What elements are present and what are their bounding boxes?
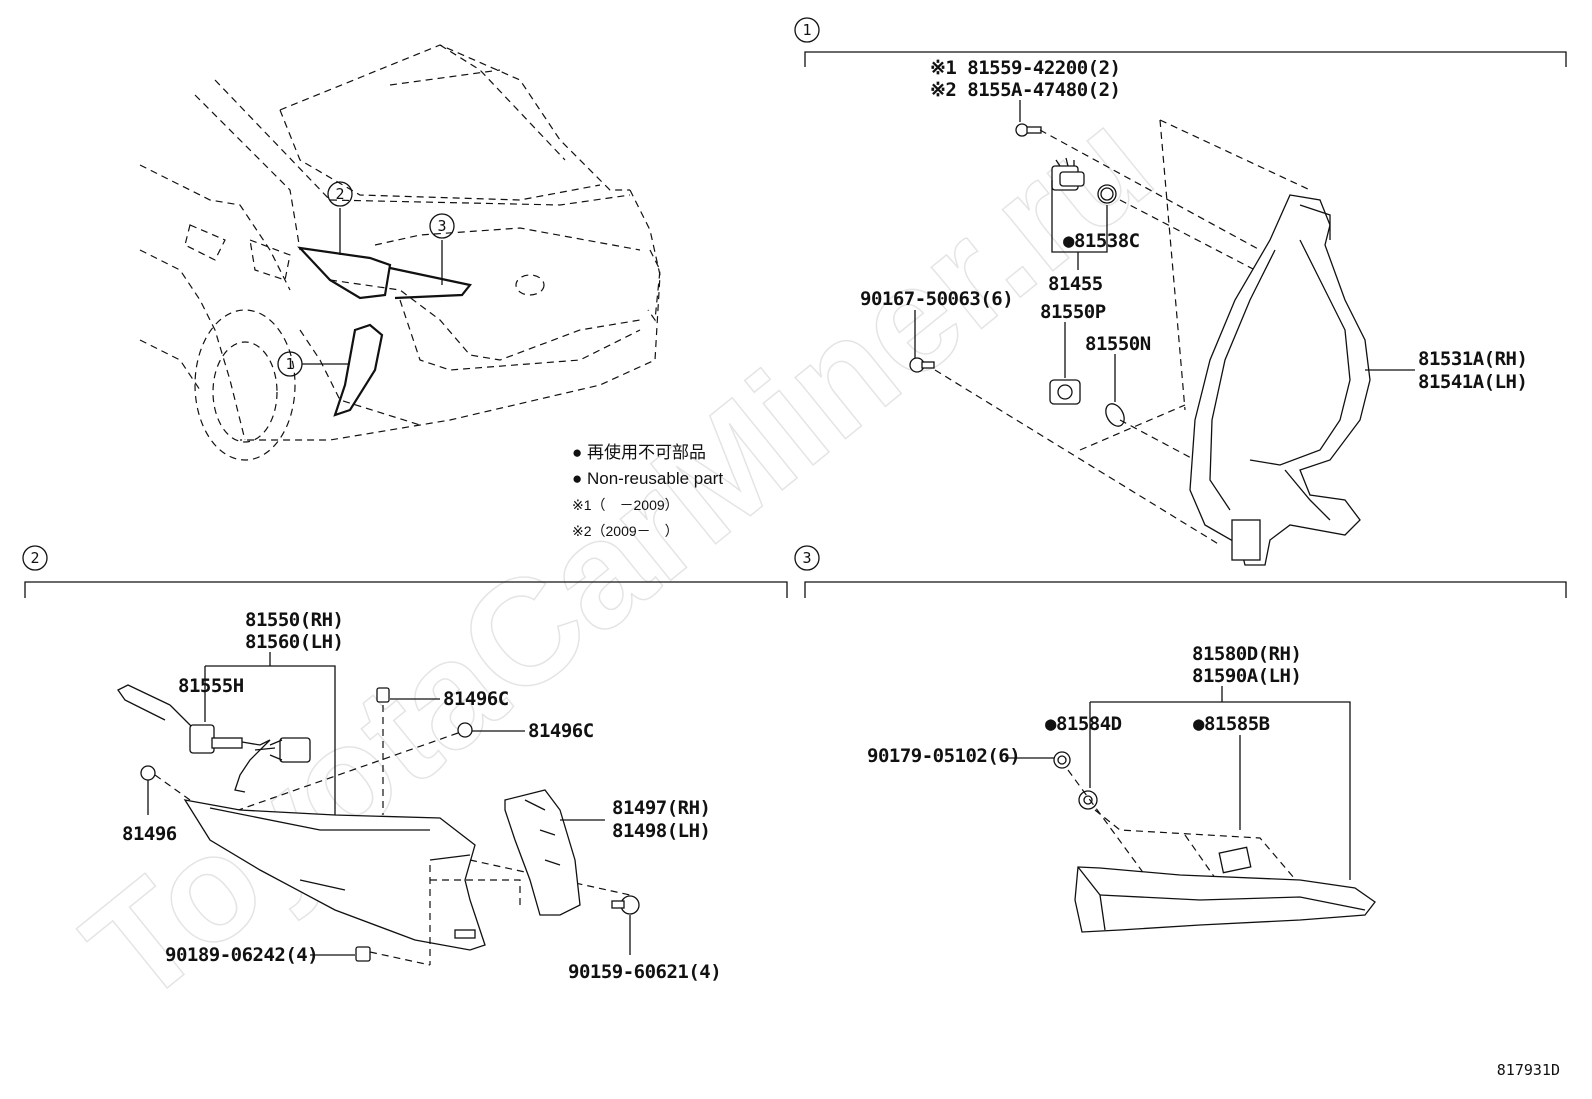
screw-label: 90167-50063(6) — [860, 288, 1013, 310]
nut-label-3: 90179-05102(6) — [867, 745, 1020, 767]
section-3: 81580D(RH) 81590A(LH) ●81584D ●81585B 90… — [867, 643, 1376, 933]
car-overview: 2 3 1 — [139, 44, 661, 461]
rear-lamp-housing — [1189, 194, 1371, 566]
clip-label-a: 81496C — [443, 688, 509, 710]
lamp-lh-label-3: 81590A(LH) — [1192, 665, 1301, 687]
cover-panel — [504, 789, 581, 916]
section-1: ※1 81559-42200(2) ※2 8155A-47480(2) ●815… — [860, 57, 1528, 566]
bulb-p-icon — [1049, 379, 1081, 405]
screw-icon — [909, 357, 935, 373]
bulb-p-label: 81550P — [1040, 301, 1106, 323]
section-2: 81550(RH) 81560(LH) 81555H 81496C 81496C… — [117, 609, 722, 983]
bulb-n-label: 81550N — [1085, 333, 1151, 355]
lamp-rh-label-3: 81580D(RH) — [1192, 643, 1301, 665]
legend-non-reusable: ● Non-reusable part — [572, 469, 723, 488]
legend-jp: ● 再使用不可部品 — [572, 442, 706, 462]
screw-icon-2 — [611, 895, 640, 915]
bolt-label-2: ※2 8155A-47480(2) — [930, 79, 1120, 101]
seal-icon — [1078, 790, 1098, 810]
legend-note-2: ※2（2009－ ） — [572, 523, 679, 539]
bolt-label-1: ※1 81559-42200(2) — [930, 57, 1120, 79]
callout-1: 1 — [285, 355, 294, 373]
center-lamp-bar — [1074, 866, 1376, 933]
section-2-marker: 2 — [30, 549, 39, 567]
cover-rh-label: 81497(RH) — [612, 797, 710, 819]
nut-icon-3 — [1053, 751, 1071, 769]
socket-icon — [1051, 157, 1085, 191]
nut-icon — [355, 946, 371, 962]
legend: ● 再使用不可部品 ● Non-reusable part ※1（ －2009）… — [572, 442, 723, 539]
legend-note-1: ※1（ －2009） — [572, 497, 679, 513]
clip-label-b: 81496C — [528, 720, 594, 742]
wire-harness-icon — [117, 684, 311, 793]
part-d-label: ●81584D — [1045, 713, 1122, 735]
section-frames: 1 2 3 — [22, 17, 1567, 598]
watermark: ToyotaCarMiner.ru — [54, 77, 1181, 1035]
callout-2: 2 — [335, 185, 344, 203]
socket-label: 81455 — [1048, 273, 1103, 295]
gasket-label: ●81538C — [1063, 230, 1140, 252]
cover-lh-label: 81498(LH) — [612, 820, 710, 842]
part-b-label: ●81585B — [1193, 713, 1270, 735]
lamp-lh-label: 81541A(LH) — [1418, 371, 1527, 393]
socket-label-2: 81555H — [178, 675, 244, 697]
lamp-rh-label-2: 81550(RH) — [245, 609, 343, 631]
label-plate-icon — [1218, 846, 1252, 874]
lamp-rh-label: 81531A(RH) — [1418, 348, 1527, 370]
section-1-marker: 1 — [802, 21, 811, 39]
gasket-icon — [1097, 184, 1117, 204]
diagram-code: 817931D — [1497, 1061, 1560, 1079]
clip-label-c: 81496 — [122, 823, 177, 845]
section-3-marker: 3 — [802, 549, 811, 567]
bolt-icon — [1015, 123, 1042, 137]
callout-3: 3 — [437, 217, 446, 235]
nut-label-2: 90189-06242(4) — [165, 944, 318, 966]
screw-label-2: 90159-60621(4) — [568, 961, 721, 983]
lamp-lh-label-2: 81560(LH) — [245, 631, 343, 653]
bulb-n-icon — [1105, 403, 1125, 427]
tail-lamp-lens — [183, 799, 486, 951]
